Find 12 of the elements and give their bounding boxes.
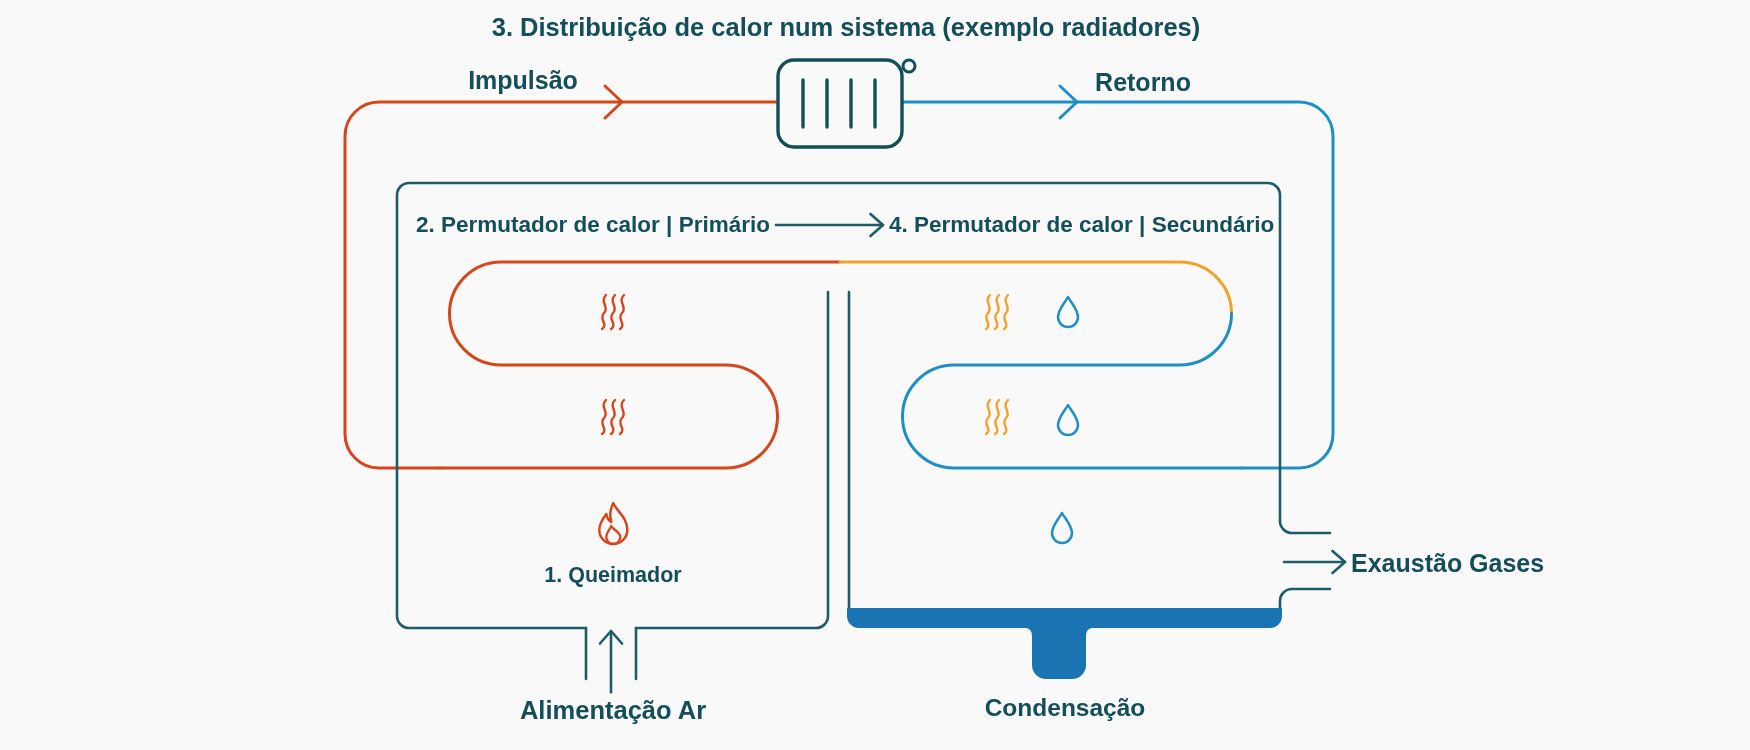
burner-label: 1. Queimador xyxy=(544,563,682,588)
heat-exchanger-coil xyxy=(440,259,1242,470)
section-heading: 2. Permutador de calor | Primário xyxy=(416,212,770,238)
arrow xyxy=(774,212,885,238)
section-heading: 4. Permutador de calor | Secundário xyxy=(889,212,1275,238)
exhaust-label: Exaustão Gases xyxy=(1351,548,1545,578)
arrow xyxy=(598,629,624,694)
radiator-icon xyxy=(776,57,918,149)
arrow xyxy=(1282,549,1347,575)
condensate-label: Condensação xyxy=(984,694,1146,723)
air-inlet-label: Alimentação Ar xyxy=(519,696,707,726)
diagram-title: 3. Distribuição de calor num sistema (exemplo radiadores) xyxy=(491,13,1201,43)
